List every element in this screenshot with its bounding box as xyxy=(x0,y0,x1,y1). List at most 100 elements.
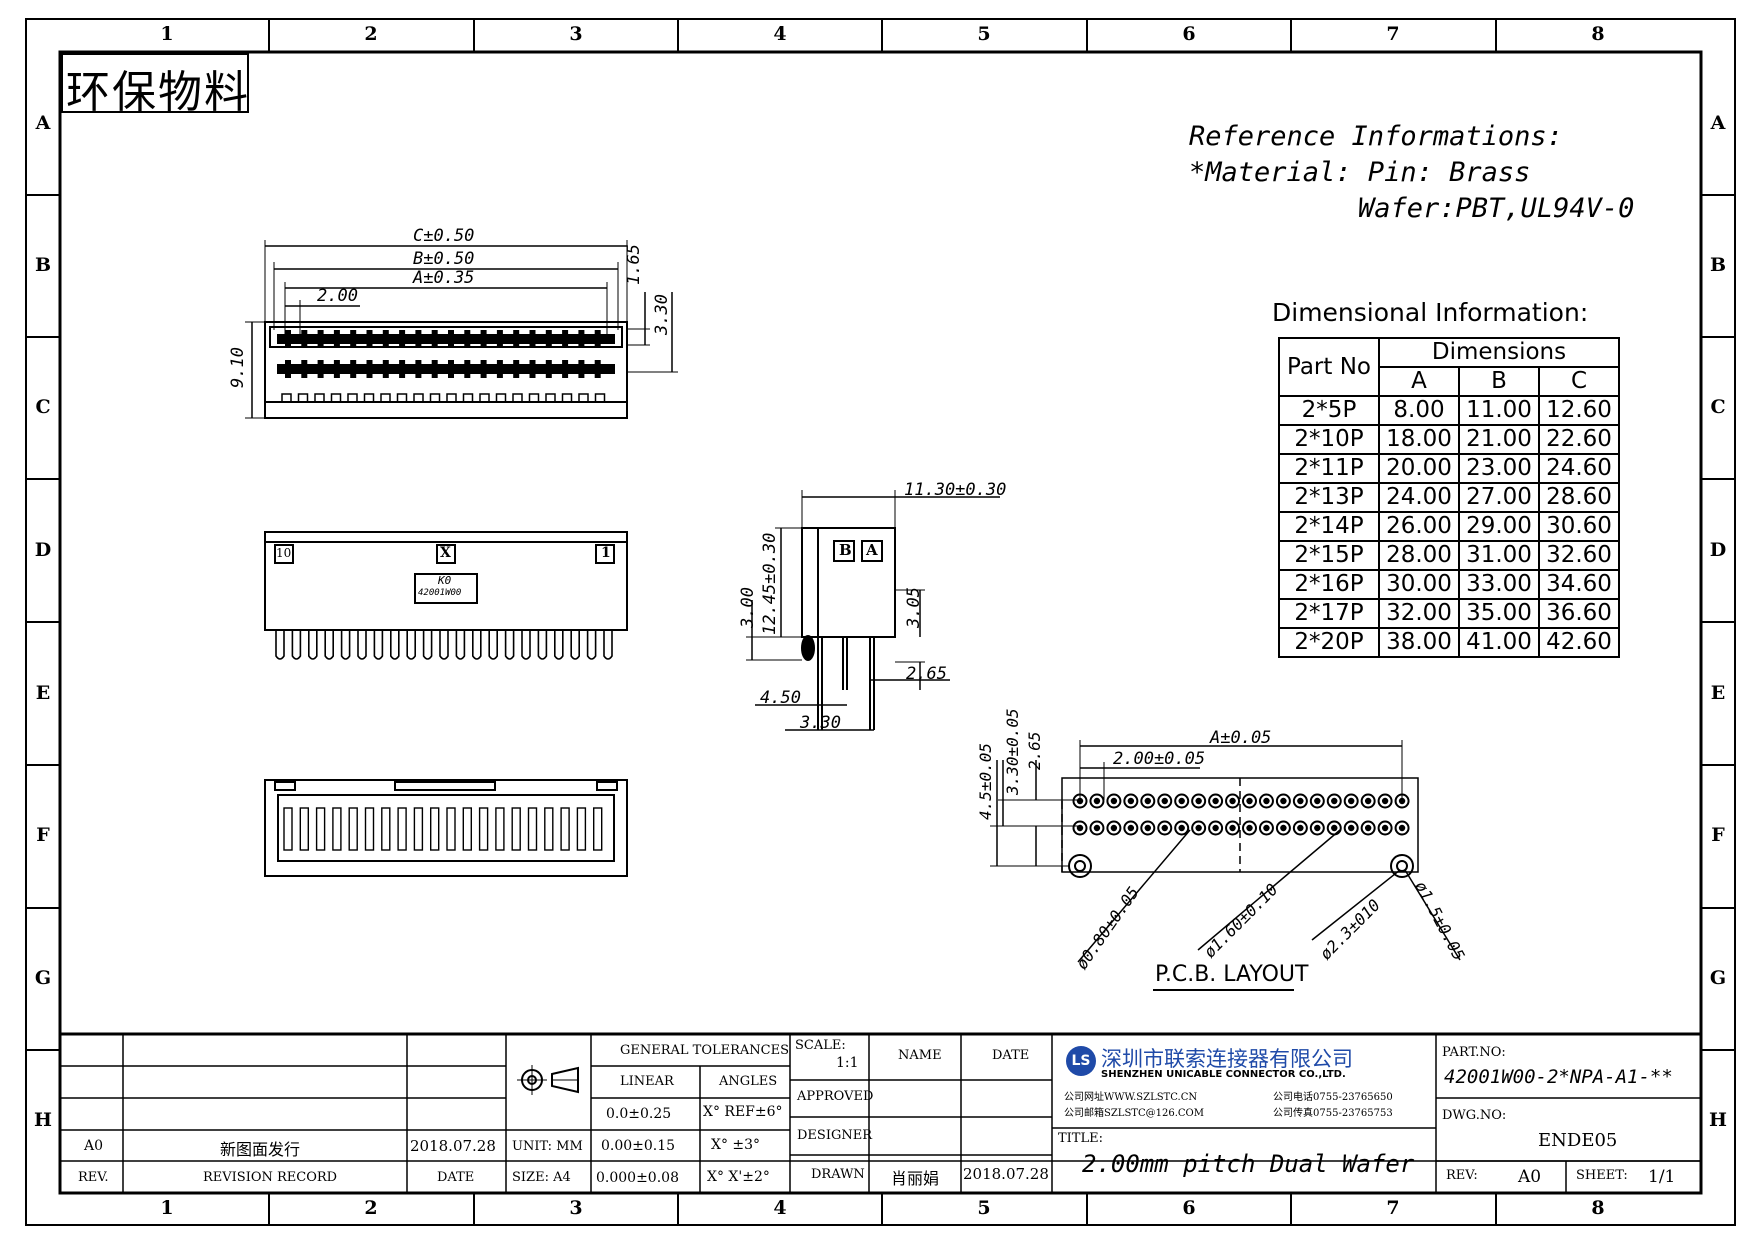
dim-cell-c: 28.60 xyxy=(1538,482,1620,513)
pcb-hole-center xyxy=(1381,797,1389,805)
front-pin xyxy=(603,630,613,660)
top-pin xyxy=(594,330,601,348)
pcb-hole-center xyxy=(1297,797,1304,805)
pcb-hole-center xyxy=(1314,797,1321,805)
front-pin xyxy=(504,630,515,660)
pcb-hole xyxy=(1326,793,1342,809)
bottom-view xyxy=(264,779,628,877)
top-pin xyxy=(399,330,406,348)
tb-title-value: 2.00mm pitch Dual Wafer xyxy=(1082,1150,1415,1178)
pcb-hole-center xyxy=(1314,824,1321,832)
front-pin xyxy=(357,630,367,660)
pcb-hole xyxy=(1275,820,1291,836)
pcb-hole xyxy=(1140,793,1156,809)
zone-column-6: 6 xyxy=(1182,23,1196,45)
top-pin xyxy=(562,360,569,378)
zone-column-6: 6 xyxy=(1182,1197,1196,1219)
pcb-hole-center xyxy=(1093,797,1101,805)
dim-cell-a: 20.00 xyxy=(1378,453,1460,484)
bottom-slot xyxy=(478,807,489,851)
tb-sheet-label: SHEET: xyxy=(1576,1168,1628,1183)
zone-column-1: 1 xyxy=(160,1197,174,1219)
eco-stamp-box xyxy=(61,53,249,113)
zone-column-8: 8 xyxy=(1591,23,1605,45)
zone-column-5: 5 xyxy=(977,1197,991,1219)
top-pin xyxy=(350,360,357,378)
bottom-slot xyxy=(364,807,375,851)
dim-cell-c: 42.60 xyxy=(1538,627,1620,658)
eco-material-stamp: 环保物料 xyxy=(66,67,250,118)
zone-row-g: G xyxy=(1709,967,1727,989)
side-height: 12.45±0.30 xyxy=(760,532,780,635)
company-logo-text: LS xyxy=(1071,1053,1091,1069)
front-pin xyxy=(554,630,564,660)
tb-rev-a0: A0 xyxy=(84,1138,104,1154)
top-pin xyxy=(366,360,373,378)
pcb-hole-center xyxy=(1093,824,1101,832)
top-pin xyxy=(578,360,585,378)
tb-part-label: PART.NO: xyxy=(1442,1045,1506,1060)
zone-column-7: 7 xyxy=(1386,23,1400,45)
bottom-slot xyxy=(315,807,326,851)
tb-name: NAME xyxy=(898,1048,942,1063)
tb-dwg-value: ENDE05 xyxy=(1538,1130,1618,1151)
pcb-hole-center xyxy=(1381,824,1389,832)
tb-drawn-name: 肖丽娟 xyxy=(891,1169,940,1188)
pcb-layout-title: P.C.B. LAYOUT xyxy=(1155,962,1309,987)
front-pin xyxy=(472,630,482,660)
bottom-slot xyxy=(413,807,424,851)
tb-ang2: X° ±3° xyxy=(711,1137,761,1153)
dim-cell-a: 38.00 xyxy=(1378,627,1460,658)
top-pin xyxy=(448,360,454,378)
pcb-hole-center xyxy=(1161,797,1168,805)
front-mark: X xyxy=(440,545,451,561)
top-pin xyxy=(480,360,487,378)
top-pin xyxy=(431,330,438,348)
tb-size: SIZE: A4 xyxy=(512,1170,571,1185)
pcb-hole-center xyxy=(1178,824,1185,832)
tb-designer: DESIGNER xyxy=(797,1128,872,1143)
pcb-hole xyxy=(1258,793,1274,809)
tb-drawn: DRAWN xyxy=(811,1167,865,1182)
front-pin xyxy=(521,630,531,660)
dim-3-30: 3.30 xyxy=(652,294,672,335)
zone-row-a: A xyxy=(1710,112,1726,134)
front-pin xyxy=(291,630,302,660)
pcb-hole-center xyxy=(1144,797,1152,805)
tb-rev-header: REV. xyxy=(78,1170,109,1185)
top-pin-row-1 xyxy=(277,334,615,344)
zone-column-7: 7 xyxy=(1386,1197,1400,1219)
pcb-hole-center xyxy=(1110,824,1118,832)
pcb-hole-center xyxy=(1229,824,1236,832)
pcb-hole xyxy=(1242,793,1257,809)
front-view xyxy=(264,531,628,660)
dim-cell-part: 2*11P xyxy=(1278,453,1380,484)
tb-rev-label: REV: xyxy=(1446,1168,1478,1183)
zone-column-8: 8 xyxy=(1591,1197,1605,1219)
top-pin xyxy=(431,360,438,378)
bottom-slot xyxy=(283,807,293,851)
pcb-hole-center xyxy=(1263,824,1270,832)
dim-cell-a: 28.00 xyxy=(1378,540,1460,571)
pcb-hole-center xyxy=(1364,824,1372,832)
top-pin xyxy=(366,330,373,348)
pcb-4-5: 4.5±0.05 xyxy=(976,742,995,820)
dim-b: B±0.50 xyxy=(413,249,475,269)
dim-cell-c: 30.60 xyxy=(1538,511,1620,542)
pcb-hole xyxy=(1360,820,1376,836)
front-pin xyxy=(324,630,334,660)
top-pin xyxy=(513,330,520,348)
tb-rev-value: A0 xyxy=(1518,1167,1542,1187)
dim-cell-b: 31.00 xyxy=(1458,540,1540,571)
front-pin xyxy=(422,630,433,660)
pcb-hole-center xyxy=(1398,824,1406,832)
pcb-hole-center xyxy=(1364,797,1372,805)
pcb-hole-center xyxy=(1127,824,1135,832)
pcb-hole xyxy=(1258,820,1274,836)
tb-lin2: 0.00±0.15 xyxy=(601,1138,676,1154)
bottom-slot xyxy=(495,807,505,851)
